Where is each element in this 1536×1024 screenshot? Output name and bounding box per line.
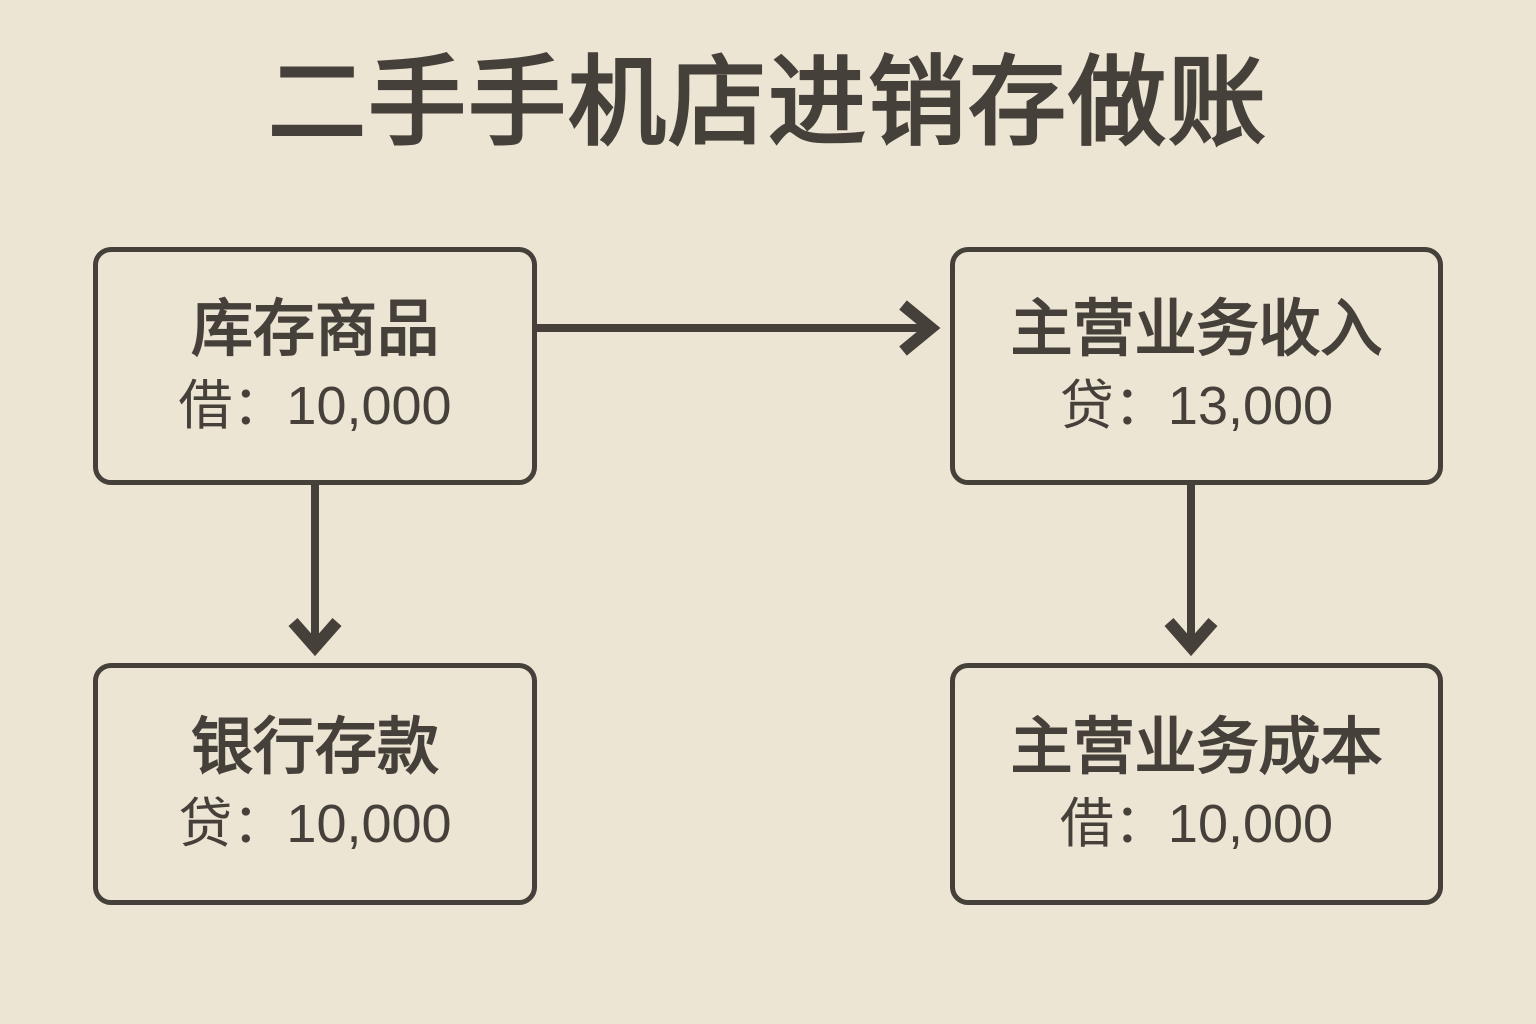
arrow-inventory-to-revenue-icon <box>535 300 941 356</box>
arrow-inventory-to-bank-icon <box>288 484 342 657</box>
node-inventory-label: 库存商品 <box>190 295 439 364</box>
node-bank-label: 银行存款 <box>190 713 439 782</box>
node-inventory: 库存商品 借：10,000 <box>93 247 537 485</box>
node-cost-label: 主营业务成本 <box>1010 713 1383 782</box>
node-revenue-label: 主营业务收入 <box>1010 295 1383 364</box>
node-bank-entry: 贷：10,000 <box>178 794 452 854</box>
arrow-revenue-to-cost-icon <box>1164 484 1218 657</box>
node-cost-entry: 借：10,000 <box>1059 794 1334 854</box>
node-bank: 银行存款 贷：10,000 <box>93 663 537 905</box>
node-cost: 主营业务成本 借：10,000 <box>950 663 1443 905</box>
node-revenue: 主营业务收入 贷：13,000 <box>950 247 1443 485</box>
node-inventory-entry: 借：10,000 <box>178 376 452 436</box>
page-title: 二手手机店进销存做账 <box>267 47 1268 157</box>
node-revenue-entry: 贷：13,000 <box>1059 376 1334 436</box>
